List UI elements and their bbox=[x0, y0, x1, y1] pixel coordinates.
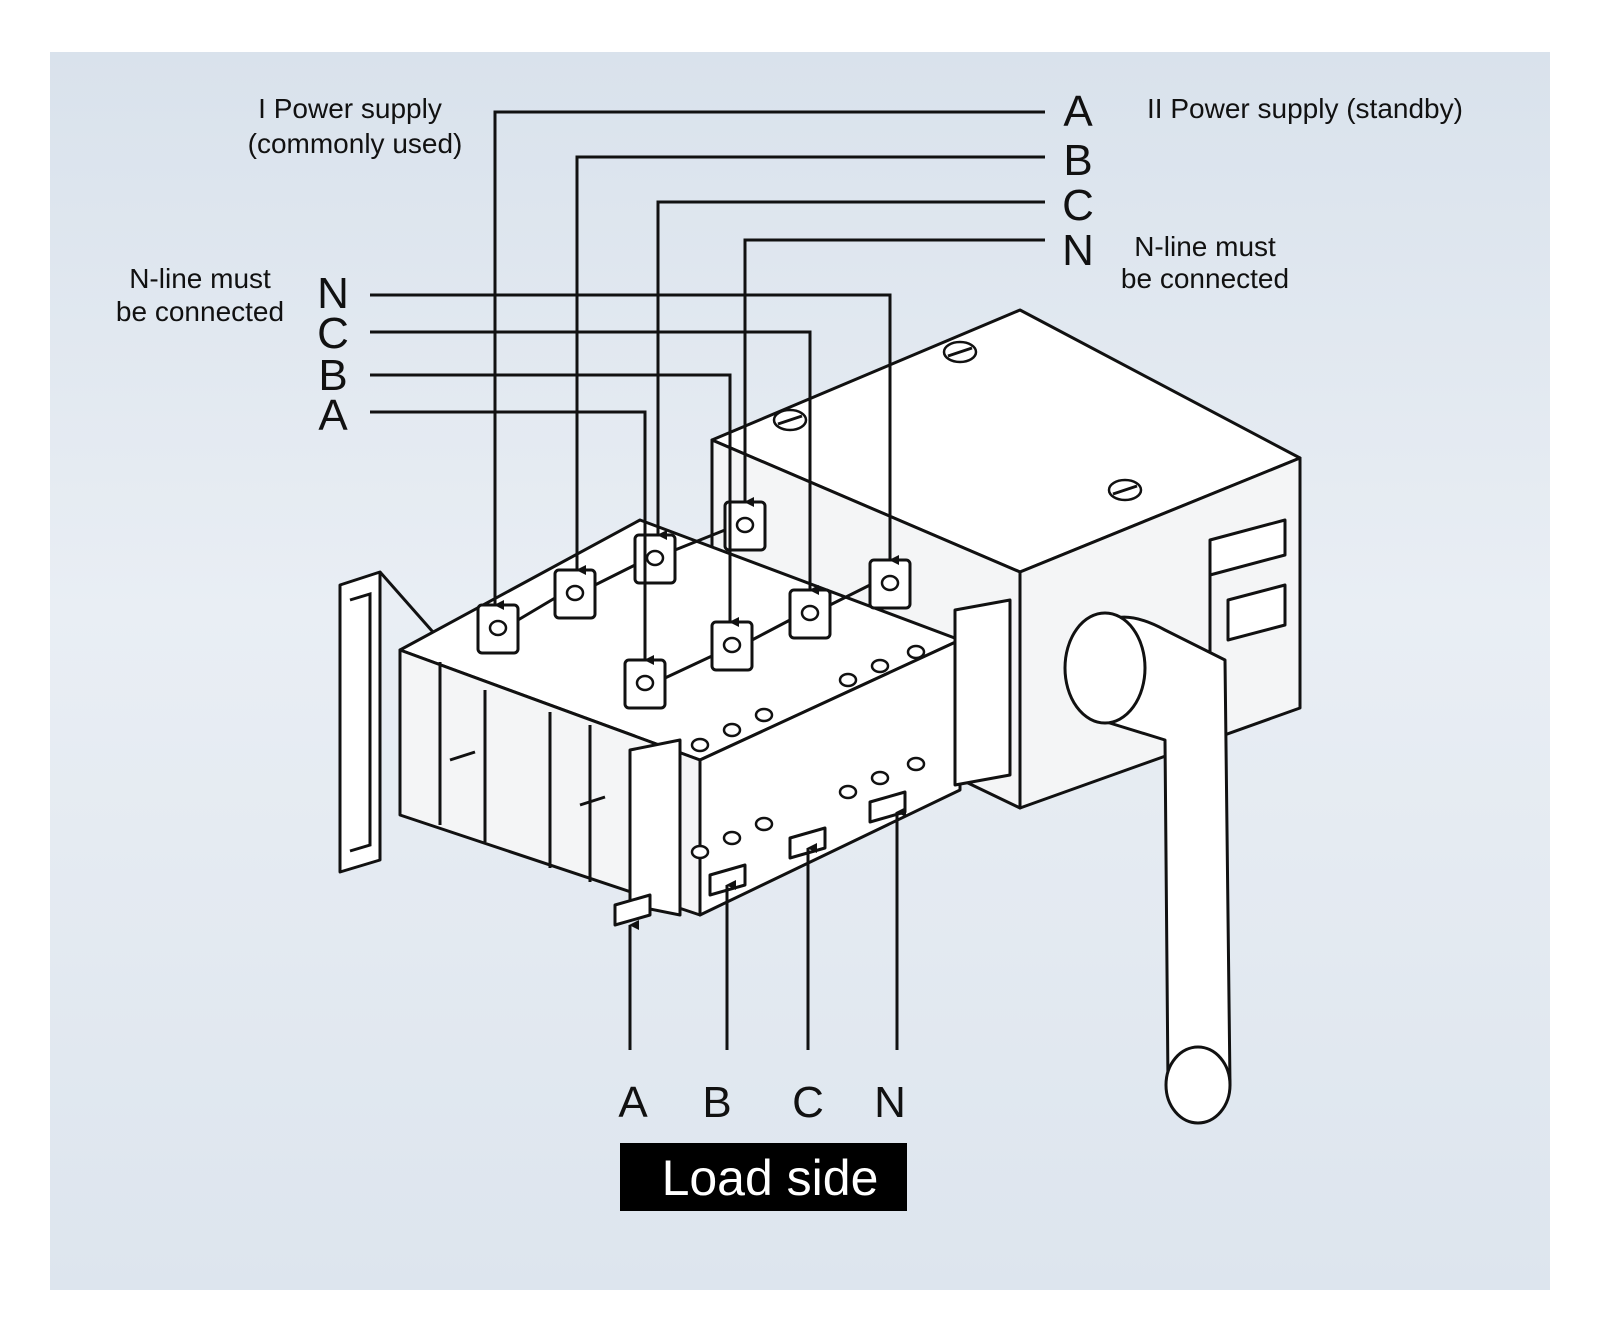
rotary-handle-icon bbox=[1063, 611, 1232, 1125]
switch-body-icon bbox=[338, 308, 1302, 927]
phase-label-left-c: C bbox=[317, 309, 349, 358]
source-one-wires bbox=[370, 293, 899, 665]
phase-label-left-b: B bbox=[318, 351, 347, 400]
front-holes bbox=[690, 644, 926, 860]
source-one-title: I Power supply bbox=[258, 93, 442, 124]
phase-label-right-b: B bbox=[1063, 136, 1092, 185]
phase-label-right-c: C bbox=[1062, 181, 1094, 230]
n-note-left-line2: be connected bbox=[116, 296, 284, 327]
source-two-wires bbox=[493, 110, 1045, 610]
phase-label-left-n: N bbox=[317, 269, 349, 318]
phase-label-load-c: C bbox=[792, 1078, 824, 1127]
phase-label-left-a: A bbox=[318, 391, 348, 440]
source-two-title: II Power supply (standby) bbox=[1147, 93, 1463, 124]
n-note-left-line1: N-line must bbox=[129, 263, 271, 294]
phase-label-load-n: N bbox=[874, 1078, 906, 1127]
load-wires bbox=[628, 807, 906, 1050]
n-note-right-line2: be connected bbox=[1121, 263, 1289, 294]
phase-label-load-a: A bbox=[618, 1078, 648, 1127]
load-side-badge bbox=[620, 1143, 907, 1211]
phase-label-right-a: A bbox=[1063, 87, 1093, 136]
phase-label-load-b: B bbox=[702, 1078, 731, 1127]
load-side-label: Load side bbox=[662, 1150, 879, 1206]
phase-label-right-n: N bbox=[1062, 226, 1094, 275]
source-one-subtitle: (commonly used) bbox=[248, 128, 463, 159]
n-note-right-line1: N-line must bbox=[1134, 231, 1276, 262]
